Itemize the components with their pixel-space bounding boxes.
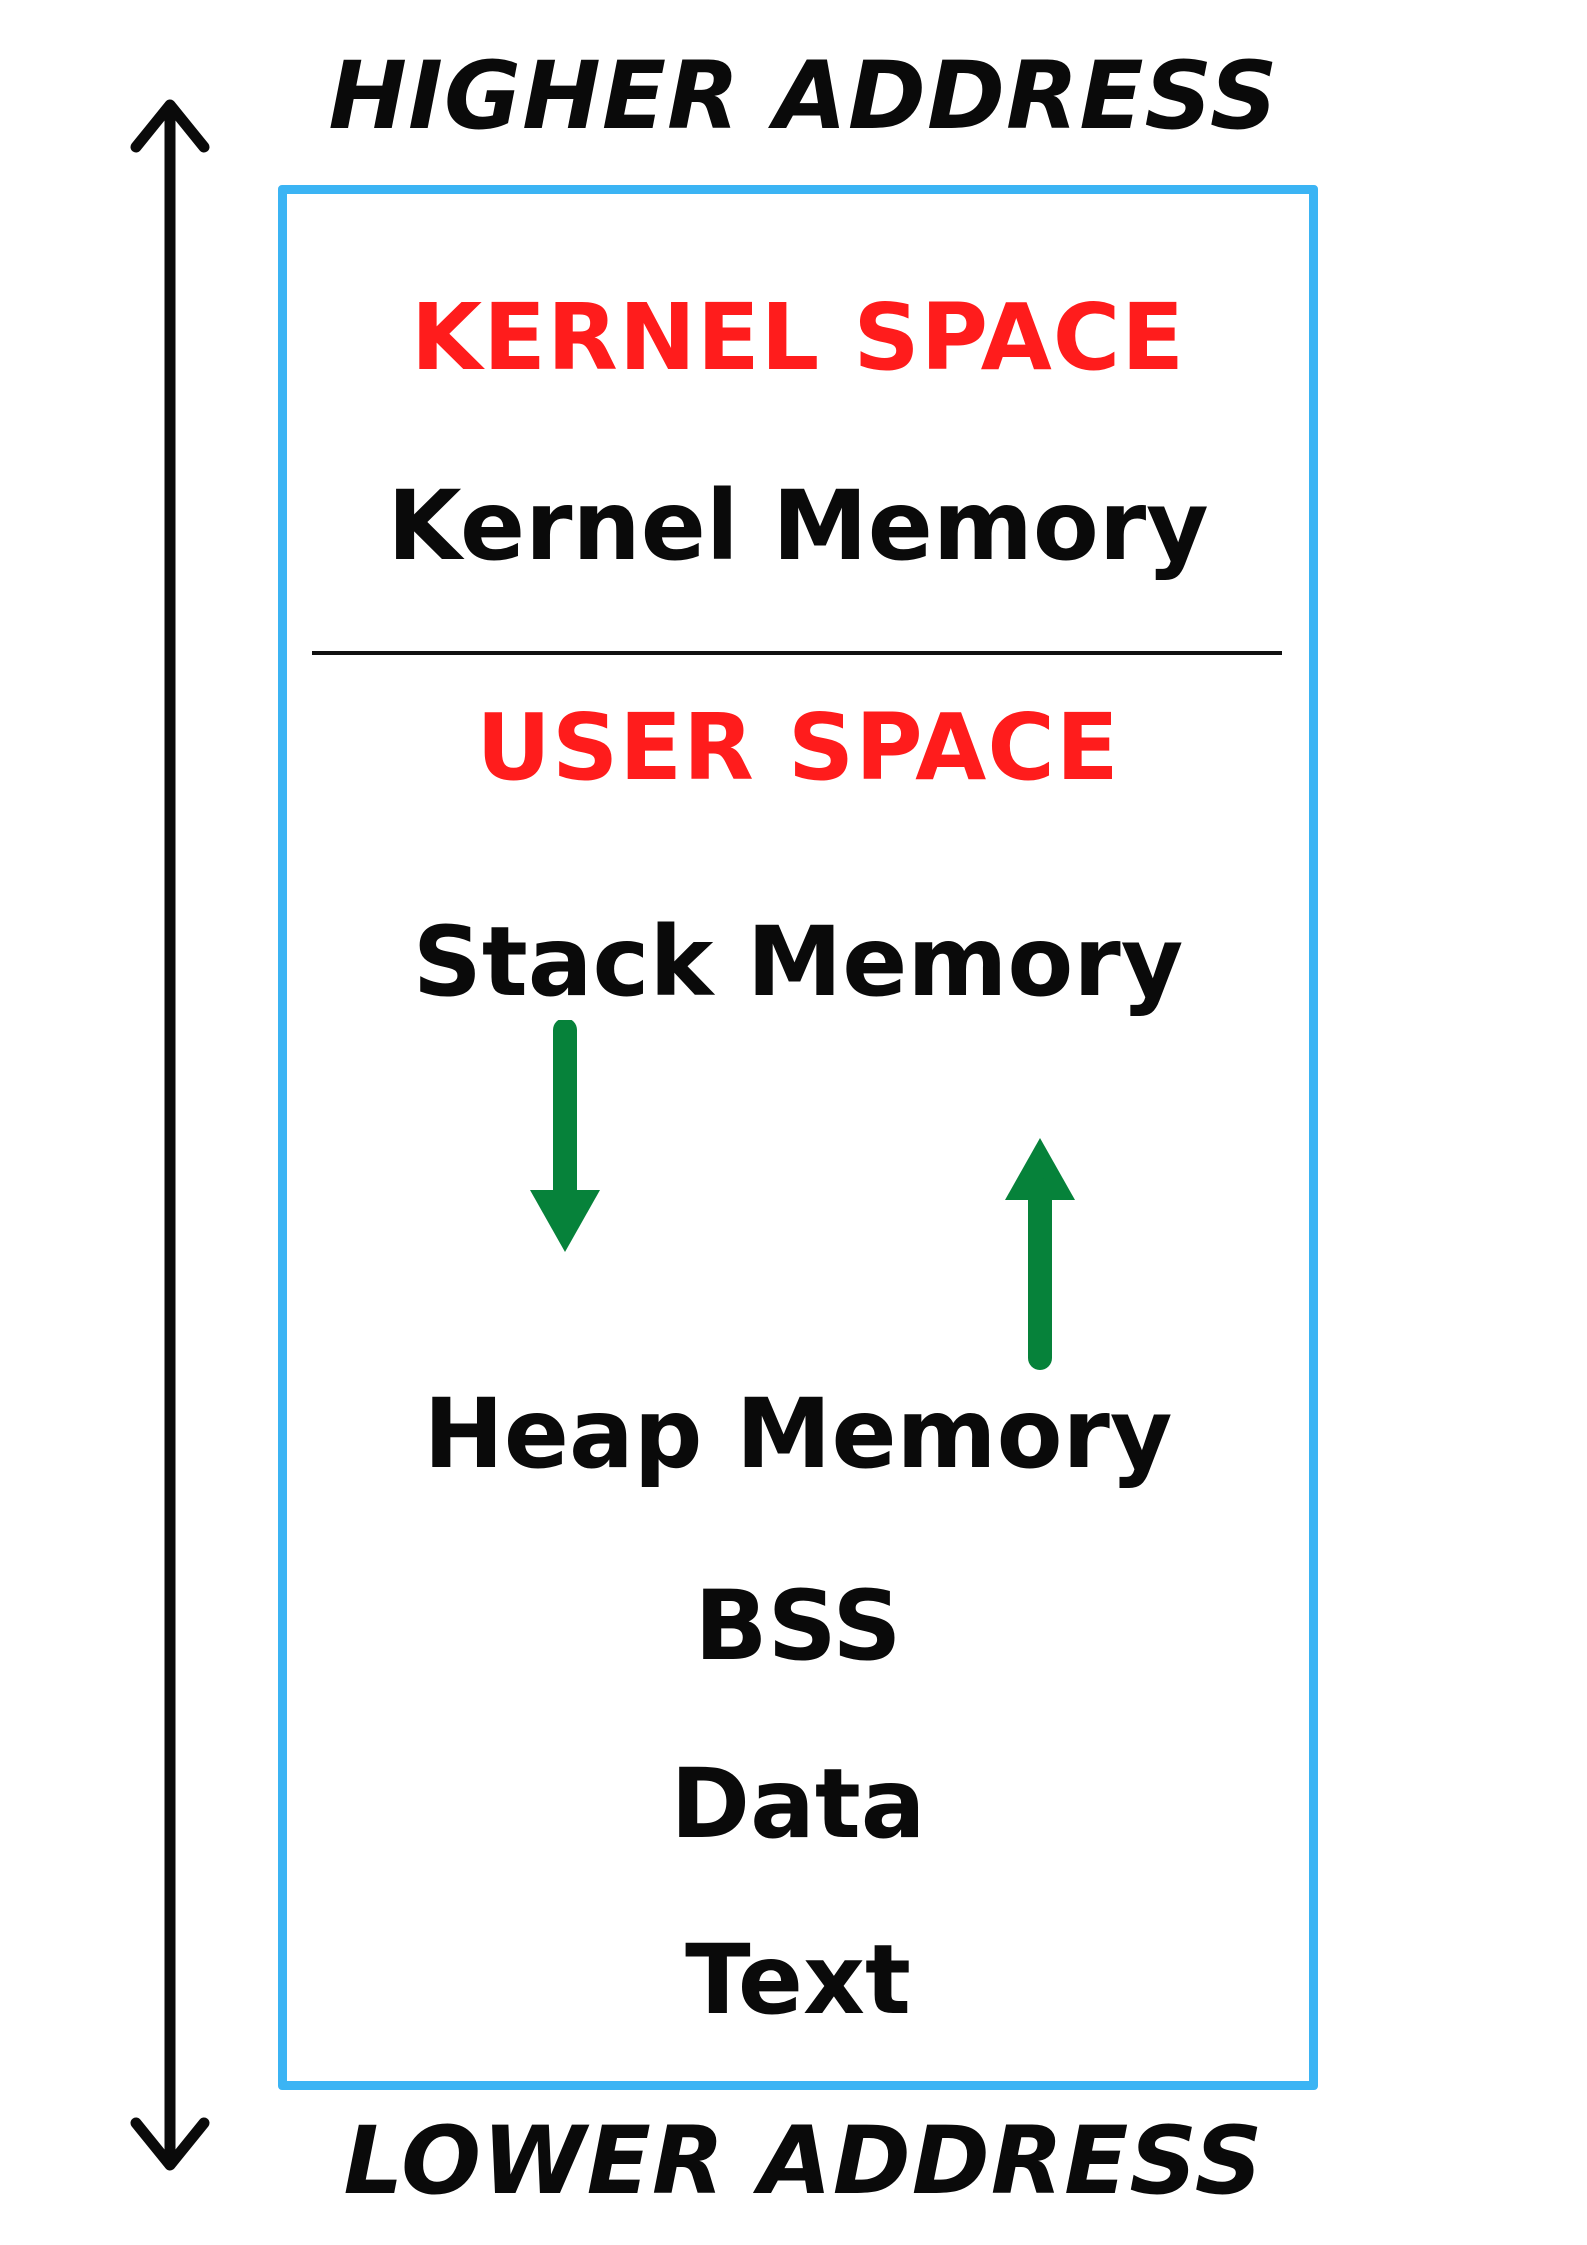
- bss-segment-label: BSS: [694, 1570, 902, 1682]
- text-segment-label: Text: [685, 1924, 911, 2036]
- higher-address-label: HIGHER ADDRESS: [328, 42, 1279, 151]
- kernel-space-title: KERNEL SPACE: [410, 284, 1186, 391]
- kernel-user-divider: [312, 651, 1282, 655]
- heap-growth-arrow-up-icon: [1005, 1138, 1075, 1370]
- user-space-title: USER SPACE: [476, 694, 1120, 801]
- data-segment-label: Data: [670, 1748, 926, 1860]
- kernel-memory-label: Kernel Memory: [387, 470, 1209, 582]
- heap-memory-label: Heap Memory: [423, 1378, 1173, 1490]
- address-axis-arrow-icon: [130, 99, 210, 2171]
- stack-memory-label: Stack Memory: [412, 906, 1184, 1018]
- virtual-memory-box: [278, 185, 1318, 2090]
- lower-address-label: LOWER ADDRESS: [343, 2107, 1264, 2216]
- stack-growth-arrow-down-icon: [530, 1020, 600, 1252]
